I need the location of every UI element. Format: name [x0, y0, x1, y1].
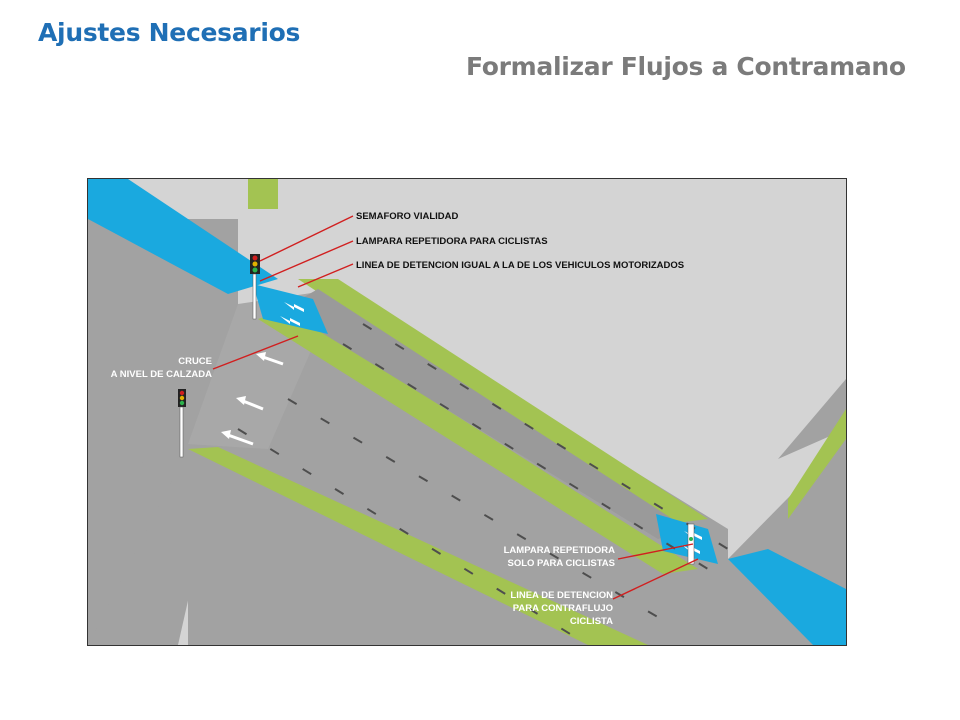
callout-lampara-repetidora: LAMPARA REPETIDORA PARA CICLISTAS: [356, 236, 548, 247]
intersection-diagram: SEMAFORO VIALIDAD LAMPARA REPETIDORA PAR…: [87, 178, 847, 646]
road-lower-left: [88, 449, 188, 645]
callout-lines: [212, 215, 699, 600]
road-arrows: [221, 352, 284, 446]
bike-box-right: [656, 514, 718, 564]
callout-cruce: CRUCE: [178, 356, 212, 367]
callout-lampara-ciclistas-1: LAMPARA REPETIDORA: [504, 545, 616, 556]
lane-markings: [237, 323, 729, 645]
callout-lampara-ciclistas-2: SOLO PARA CICLISTAS: [508, 558, 616, 569]
green-strip-bottom: [188, 447, 648, 645]
green-patch-right: [788, 409, 846, 519]
callout-stopline-2: PARA CONTRAFLUJO: [513, 603, 613, 614]
bike-lane-top-left: [88, 179, 278, 294]
callout-a-nivel: A NIVEL DE CALZADA: [111, 369, 212, 380]
callout-stopline-3: CICLISTA: [570, 616, 613, 627]
bike-lane-bottom-right: [728, 549, 846, 645]
page-subtitle: Formalizar Flujos a Contramano: [466, 52, 906, 81]
callout-stopline-1: LINEA DE DETENCION: [510, 590, 613, 601]
contraflow-lane: [283, 289, 688, 539]
callout-semaforo-vialidad: SEMAFORO VIALIDAD: [356, 211, 459, 222]
road-top-right: [778, 379, 846, 459]
traffic-light-left: [178, 389, 186, 458]
page-title: Ajustes Necesarios: [38, 18, 301, 47]
main-avenue: [188, 289, 728, 645]
median-green-upper: [298, 279, 708, 524]
traffic-light-top: [250, 254, 260, 320]
median-green-lower: [258, 309, 698, 574]
intersection-svg: SEMAFORO VIALIDAD LAMPARA REPETIDORA PAR…: [88, 179, 846, 645]
callout-linea-detencion: LINEA DE DETENCION IGUAL A LA DE LOS VEH…: [356, 260, 684, 271]
bike-box-left: [253, 284, 328, 334]
green-patch-top: [248, 179, 278, 209]
